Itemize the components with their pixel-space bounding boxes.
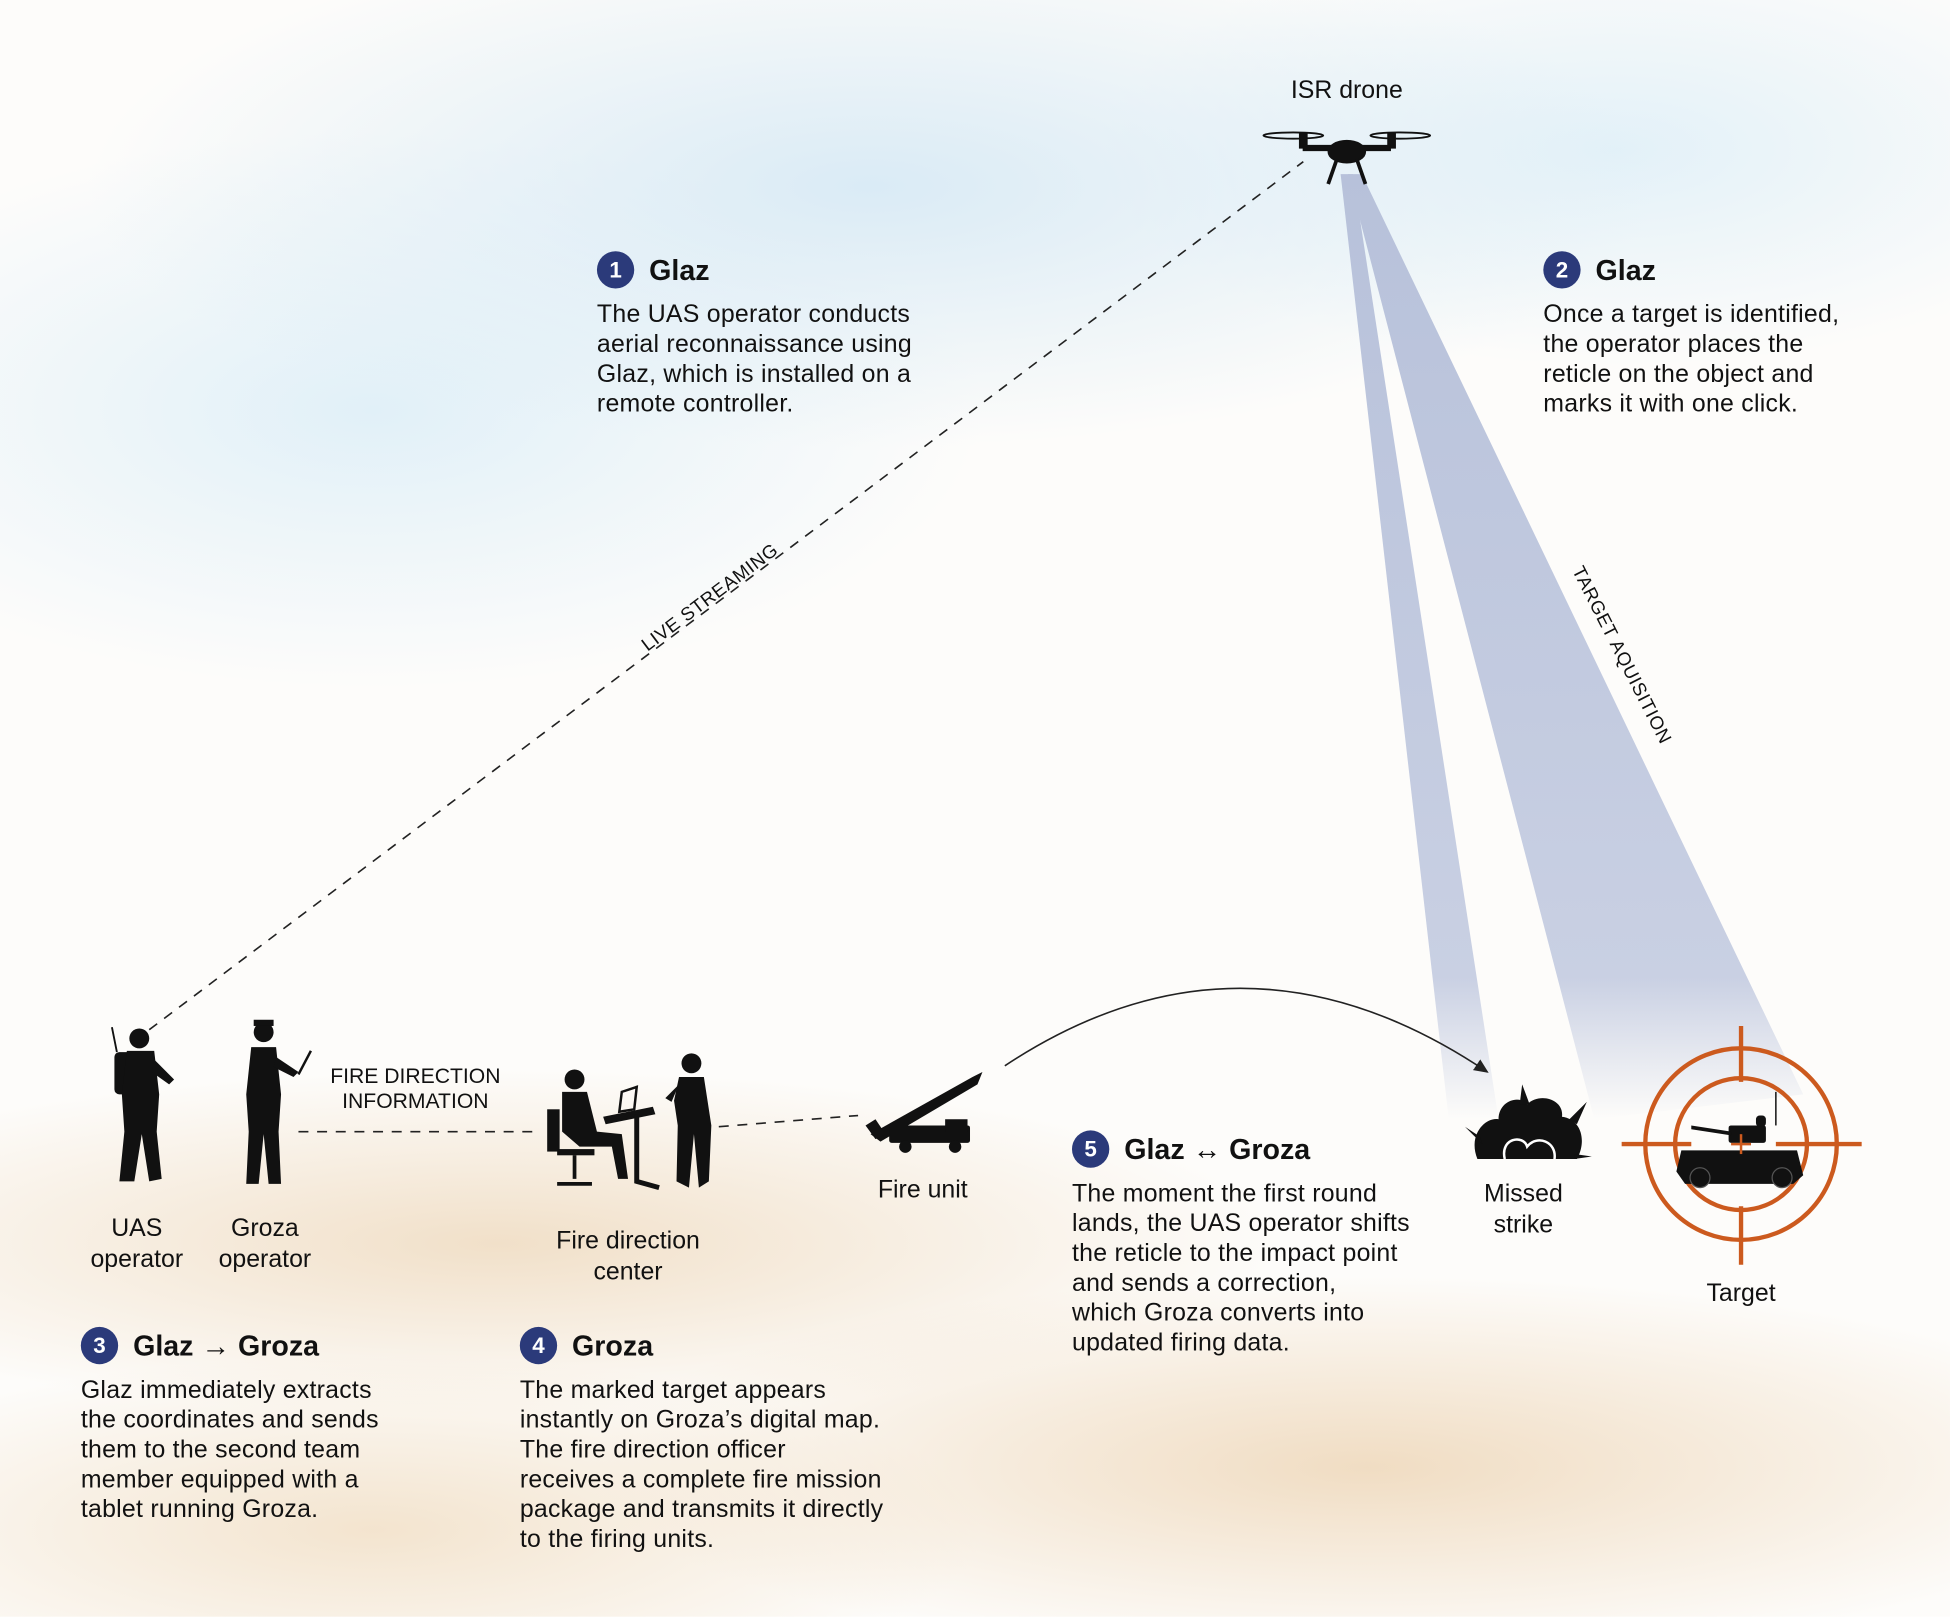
beam-target — [1348, 174, 1804, 1120]
text-line: updated firing data. — [1071, 1329, 1290, 1357]
groza-operator-icon — [246, 1019, 313, 1184]
label-line: operator — [218, 1246, 312, 1274]
text-line: aerial reconnaissance using — [596, 330, 912, 359]
text-line: remote controller. — [596, 390, 794, 418]
fire-direction-line-2: INFORMATION — [342, 1089, 489, 1114]
step-title: Glaz — [1595, 253, 1656, 286]
text-line: tablet running Groza. — [80, 1496, 319, 1524]
step-number-badge: 3 — [80, 1326, 119, 1365]
drone-label: ISR drone — [1290, 77, 1403, 105]
explosion-icon — [1464, 1084, 1592, 1160]
text-line: The UAS operator conducts — [596, 300, 911, 329]
target-label: Target — [1706, 1279, 1776, 1308]
text-line: member equipped with a — [80, 1466, 359, 1494]
text-line: them to the second team — [80, 1436, 361, 1464]
fire-direction-information-label: FIRE DIRECTION INFORMATION — [316, 1065, 515, 1115]
fire-unit-icon — [865, 1071, 983, 1153]
uas-operator-label: UAS operator — [75, 1214, 199, 1276]
text-line: reticle on the object and — [1543, 360, 1814, 389]
text-line: The fire direction officer — [519, 1436, 786, 1464]
step-2: 2 Glaz Once a target is identified,the op… — [1543, 251, 1839, 419]
fire-direction-line-1: FIRE DIRECTION — [330, 1064, 501, 1089]
drone-icon — [1262, 131, 1432, 185]
fire-direction-center-icon — [547, 1053, 712, 1191]
text-line: instantly on Groza’s digital map. — [519, 1406, 881, 1434]
text-line: which Groza converts into — [1071, 1299, 1365, 1327]
step-number-badge: 1 — [596, 251, 635, 289]
fdc-fire-unit-link — [718, 1114, 859, 1128]
text-line: lands, the UAS operator shifts — [1071, 1210, 1410, 1238]
label-line: Missed — [1484, 1180, 1563, 1208]
text-line: package and transmits it directly — [519, 1496, 884, 1524]
text-line: the coordinates and sends — [80, 1406, 379, 1434]
text-line: the reticle to the impact point — [1071, 1239, 1398, 1268]
label-line: Fire direction — [556, 1227, 700, 1255]
label-line: UAS — [111, 1214, 163, 1243]
step-number-badge: 4 — [519, 1326, 558, 1365]
groza-operator-label: Groza operator — [203, 1214, 327, 1276]
step-description: Once a target is identified,the operator… — [1543, 300, 1839, 419]
step-5: 5 Glaz ↔ Groza The moment the first round… — [1071, 1130, 1410, 1358]
armored-vehicle-icon — [1676, 1091, 1804, 1189]
label-line: operator — [90, 1246, 184, 1274]
label-line: strike — [1493, 1211, 1554, 1239]
text-line: Glaz immediately extracts — [80, 1376, 372, 1405]
text-line: to the firing units. — [519, 1525, 715, 1554]
step-title: Glaz ↔ Groza — [1124, 1132, 1311, 1165]
missed-strike-label: Missed strike — [1461, 1179, 1585, 1241]
step-title: Glaz — [649, 253, 710, 286]
text-line: the operator places the — [1543, 330, 1804, 359]
text-line: Glaz, which is installed on a — [596, 360, 912, 389]
live-stream-link — [148, 161, 1304, 1031]
text-line: The moment the first round — [1071, 1180, 1378, 1208]
fire-direction-center-label: Fire direction center — [529, 1226, 728, 1288]
target-reticle-icon — [1621, 1025, 1862, 1265]
beam-missed-strike — [1340, 174, 1499, 1120]
text-line: marks it with one click. — [1543, 390, 1799, 418]
label-line: Groza — [231, 1214, 299, 1243]
uas-operator-icon — [111, 1027, 175, 1182]
step-title: Groza — [572, 1328, 654, 1362]
text-line: and sends a correction, — [1071, 1269, 1337, 1298]
text-line: receives a complete fire mission — [519, 1466, 882, 1494]
step-number-badge: 2 — [1543, 251, 1581, 289]
fire-unit-label: Fire unit — [877, 1176, 968, 1204]
label-line: center — [593, 1258, 663, 1286]
text-line: Once a target is identified, — [1543, 300, 1840, 329]
trajectory-arrow — [1004, 987, 1489, 1073]
step-number-badge: 5 — [1071, 1130, 1110, 1168]
text-line: The marked target appears — [519, 1376, 827, 1405]
step-title: Glaz → Groza — [133, 1328, 320, 1362]
